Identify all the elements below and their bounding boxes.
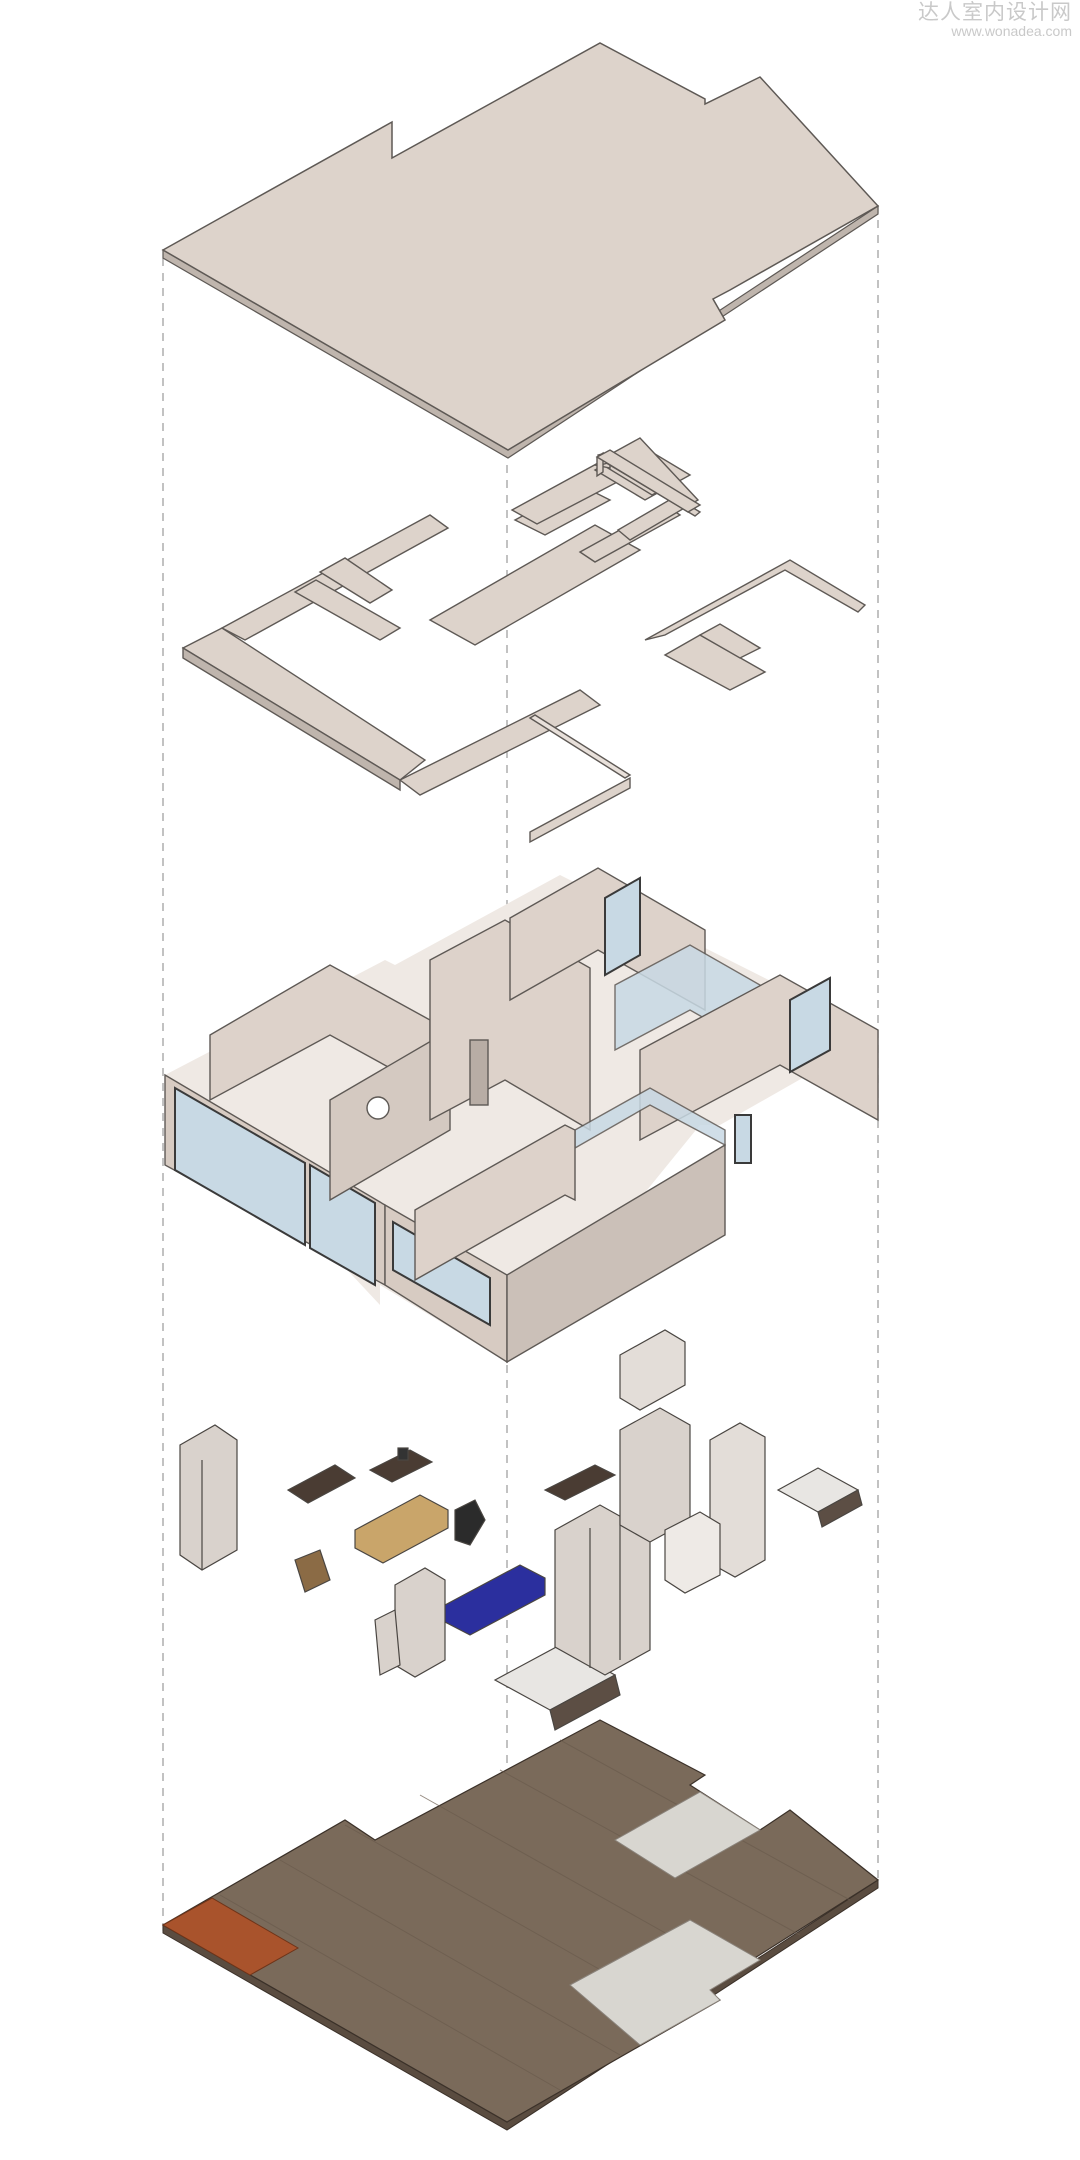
floor-tile-south [569, 1919, 761, 2046]
bed-east-frame [817, 1489, 863, 1528]
dining-table [286, 1464, 357, 1504]
armchair [294, 1549, 331, 1593]
wall-living-partition [329, 1028, 451, 1202]
wall-inner-south [414, 1124, 576, 1282]
round-window [366, 1096, 390, 1120]
beam-north-arm [293, 579, 402, 641]
upper-cabinet [619, 1329, 686, 1411]
beam-south-vert [528, 714, 632, 779]
sink-stand [374, 1609, 401, 1676]
window-east-small [734, 1114, 752, 1164]
wardrobe-center [554, 1504, 651, 1676]
glass-north [604, 876, 641, 977]
blue-cabinet [444, 1564, 546, 1636]
glass-west-1 [174, 1086, 306, 1247]
beam-west-left-side [182, 646, 401, 792]
monitor [397, 1447, 409, 1461]
beam-south-angle [529, 776, 631, 844]
floor-terracotta [161, 1897, 300, 1976]
wall-layer [164, 867, 879, 1364]
watermark-name: 达人室内设计网 [918, 1, 1072, 24]
floor-layer [161, 1719, 880, 2131]
desk [368, 1449, 434, 1483]
furniture-layer [179, 1329, 863, 1731]
bed-south-frame [549, 1674, 621, 1731]
beam-west-stub [318, 557, 394, 604]
beam-east-b [663, 634, 767, 691]
door-center [469, 1039, 489, 1106]
ceiling-slab-top [161, 42, 880, 451]
watermark: 达人室内设计网 www.wonadea.com [918, 1, 1072, 40]
beam-layer [181, 437, 867, 844]
floor-wood [161, 1719, 880, 2123]
sofa [354, 1494, 449, 1564]
beam-east-c [698, 623, 762, 659]
floor-tile-north [614, 1791, 761, 1879]
beam-east-a [644, 559, 867, 641]
watermark-url: www.wonadea.com [951, 23, 1072, 40]
glass-west-2 [309, 1163, 376, 1287]
beam-nw-hook [595, 449, 702, 513]
office-chair [454, 1499, 486, 1546]
beam-west-left [181, 627, 427, 781]
beam-west-front [398, 689, 602, 796]
wardrobe-west [179, 1424, 238, 1571]
ceiling-slab [161, 42, 880, 459]
bath-fixtures [664, 1511, 721, 1594]
glass-east [789, 976, 831, 1074]
wall-east-front [506, 1143, 726, 1364]
bookshelf [394, 1567, 446, 1678]
dining-table-kitchen [543, 1464, 617, 1501]
